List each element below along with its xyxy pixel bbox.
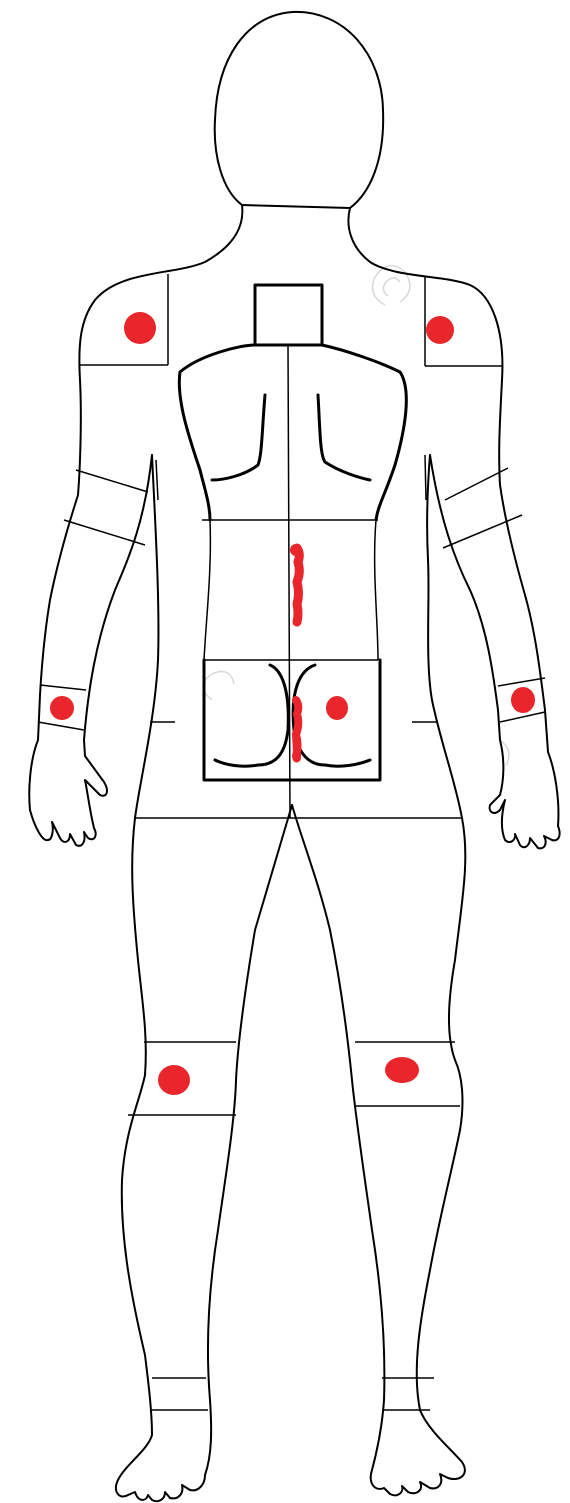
lumbar-spine-top-marker (290, 544, 302, 556)
left-wrist-marker (50, 696, 74, 720)
head (215, 12, 383, 208)
right-knee-marker (385, 1057, 419, 1083)
faint-marks (203, 266, 509, 766)
right-buttock-marker (326, 696, 348, 720)
left-shoulder-marker (124, 312, 156, 344)
right-shoulder-marker (426, 316, 454, 344)
lumbar-spine-marker (297, 548, 299, 622)
torso-outline (29, 205, 559, 1501)
neck-line (242, 205, 350, 208)
left-knee-marker (158, 1065, 190, 1095)
region-lines (38, 274, 545, 1410)
right-wrist-marker (511, 687, 535, 713)
sacral-spine-marker (296, 700, 298, 758)
